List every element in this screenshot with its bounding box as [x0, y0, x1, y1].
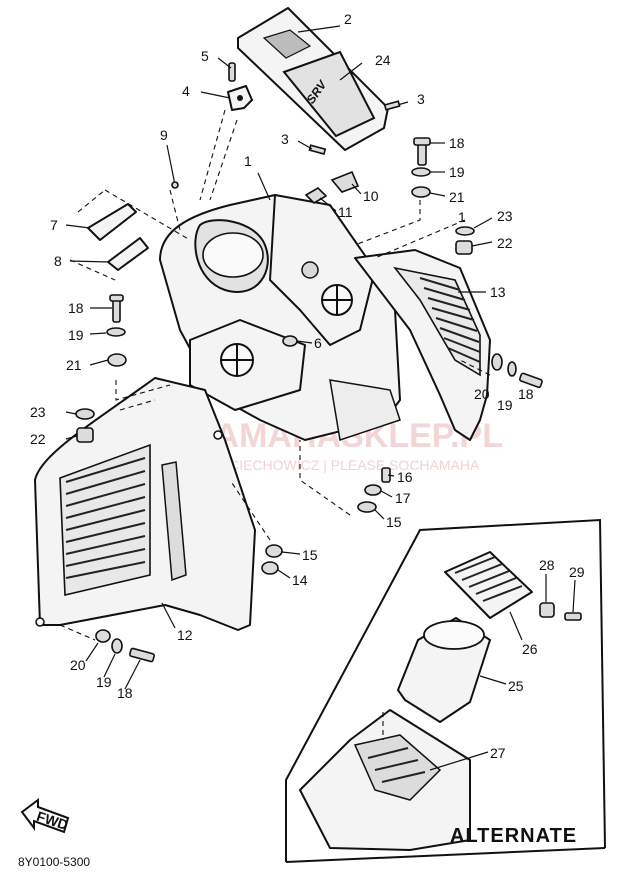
callout-1: 1	[244, 153, 252, 169]
callout-19: 19	[68, 327, 84, 343]
callout-26: 26	[522, 641, 538, 657]
callout-18: 18	[117, 685, 133, 701]
part-27-housing	[299, 709, 471, 851]
part-18-bolt	[112, 299, 121, 323]
part-19-washer	[111, 638, 123, 654]
part-14-nut	[261, 561, 279, 575]
part-23-washer	[455, 226, 475, 236]
part-11-clip	[304, 186, 328, 205]
dashed-guides	[59, 109, 491, 641]
leader-lines	[65, 25, 493, 690]
callout-18: 18	[68, 300, 84, 316]
callout-10: 10	[363, 188, 379, 204]
callout-3: 3	[281, 131, 289, 147]
alternate-inset	[285, 518, 606, 863]
callout-23: 23	[30, 404, 46, 420]
callout-21: 21	[66, 357, 82, 373]
callout-8: 8	[54, 253, 62, 269]
callout-22: 22	[497, 235, 513, 251]
callout-24: 24	[375, 52, 391, 68]
part-13-right-panel	[354, 249, 491, 441]
part-19-washer	[411, 167, 431, 177]
part-6-grommet	[282, 335, 298, 347]
callout-1: 1	[458, 209, 466, 225]
part-3-pin	[383, 100, 401, 111]
alternate-label: ALTERNATE	[450, 825, 577, 847]
callout-20: 20	[70, 657, 86, 673]
part-22-nut	[455, 240, 473, 255]
part-17-nut	[364, 484, 382, 496]
callout-5: 5	[201, 48, 209, 64]
callout-2: 2	[344, 11, 352, 27]
callout-numbers: 2 24 5 4 3 3 9 1 10 11 18 19 21 1 23 22 …	[30, 11, 585, 761]
callout-23: 23	[497, 208, 513, 224]
callout-14: 14	[292, 572, 308, 588]
part-15-washer	[357, 501, 377, 513]
part-22-nut	[76, 427, 94, 443]
callout-27: 27	[490, 745, 506, 761]
part-18-bolt	[129, 647, 155, 663]
part-3-pin	[308, 144, 327, 155]
part-1-main-body	[159, 194, 401, 441]
callout-9: 9	[160, 127, 168, 143]
part-15-washer	[265, 544, 283, 558]
callout-7: 7	[50, 217, 58, 233]
callout-11: 11	[338, 204, 353, 220]
part-21-nut	[107, 353, 127, 367]
part-18-bolt	[518, 372, 543, 389]
fwd-label: FWD	[35, 808, 70, 833]
callout-25: 25	[508, 678, 524, 694]
callout-29: 29	[569, 564, 585, 580]
callout-20: 20	[474, 386, 490, 402]
drawing-code: 8Y0100-5300	[18, 855, 90, 869]
callout-3: 3	[417, 91, 425, 107]
part-21-nut	[411, 186, 431, 198]
part-23-washer	[75, 408, 95, 420]
part-28-collar	[539, 602, 555, 618]
watermark-sub-text: WOJCIECHOWICZ | PLEASE SOCHAMAHA	[198, 457, 480, 473]
callout-13: 13	[490, 284, 506, 300]
part-25-duct	[397, 617, 491, 723]
callout-28: 28	[539, 557, 555, 573]
part-7-bracket	[87, 203, 137, 241]
part-12-left-panel	[34, 377, 256, 631]
part-2-top-cover: SRV	[237, 7, 389, 151]
callout-4: 4	[182, 83, 190, 99]
callout-6: 6	[314, 335, 322, 351]
part-19-washer	[106, 327, 126, 337]
callout-17: 17	[395, 490, 411, 506]
part-10-clip	[330, 170, 360, 193]
part-20-washer	[95, 629, 111, 643]
callout-18: 18	[518, 386, 534, 402]
part-20-washer	[491, 353, 503, 371]
part-19-washer	[507, 361, 517, 377]
callout-21: 21	[449, 189, 465, 205]
callout-22: 22	[30, 431, 46, 447]
part-8-bracket	[107, 237, 149, 271]
part-29-screw	[564, 612, 582, 621]
callout-15: 15	[386, 514, 402, 530]
callout-12: 12	[177, 627, 193, 643]
part-18-bolt	[417, 142, 427, 166]
part-5-screw	[228, 62, 236, 82]
callout-16: 16	[397, 469, 413, 485]
callout-15: 15	[302, 547, 318, 563]
part-4-bracket	[227, 85, 253, 111]
part-26-grille	[444, 551, 533, 619]
callout-18: 18	[449, 135, 465, 151]
part-9-rod	[171, 181, 179, 189]
callout-19: 19	[497, 397, 513, 413]
callout-19: 19	[449, 164, 465, 180]
fwd-arrow: FWD	[20, 798, 70, 834]
callout-19: 19	[96, 674, 112, 690]
